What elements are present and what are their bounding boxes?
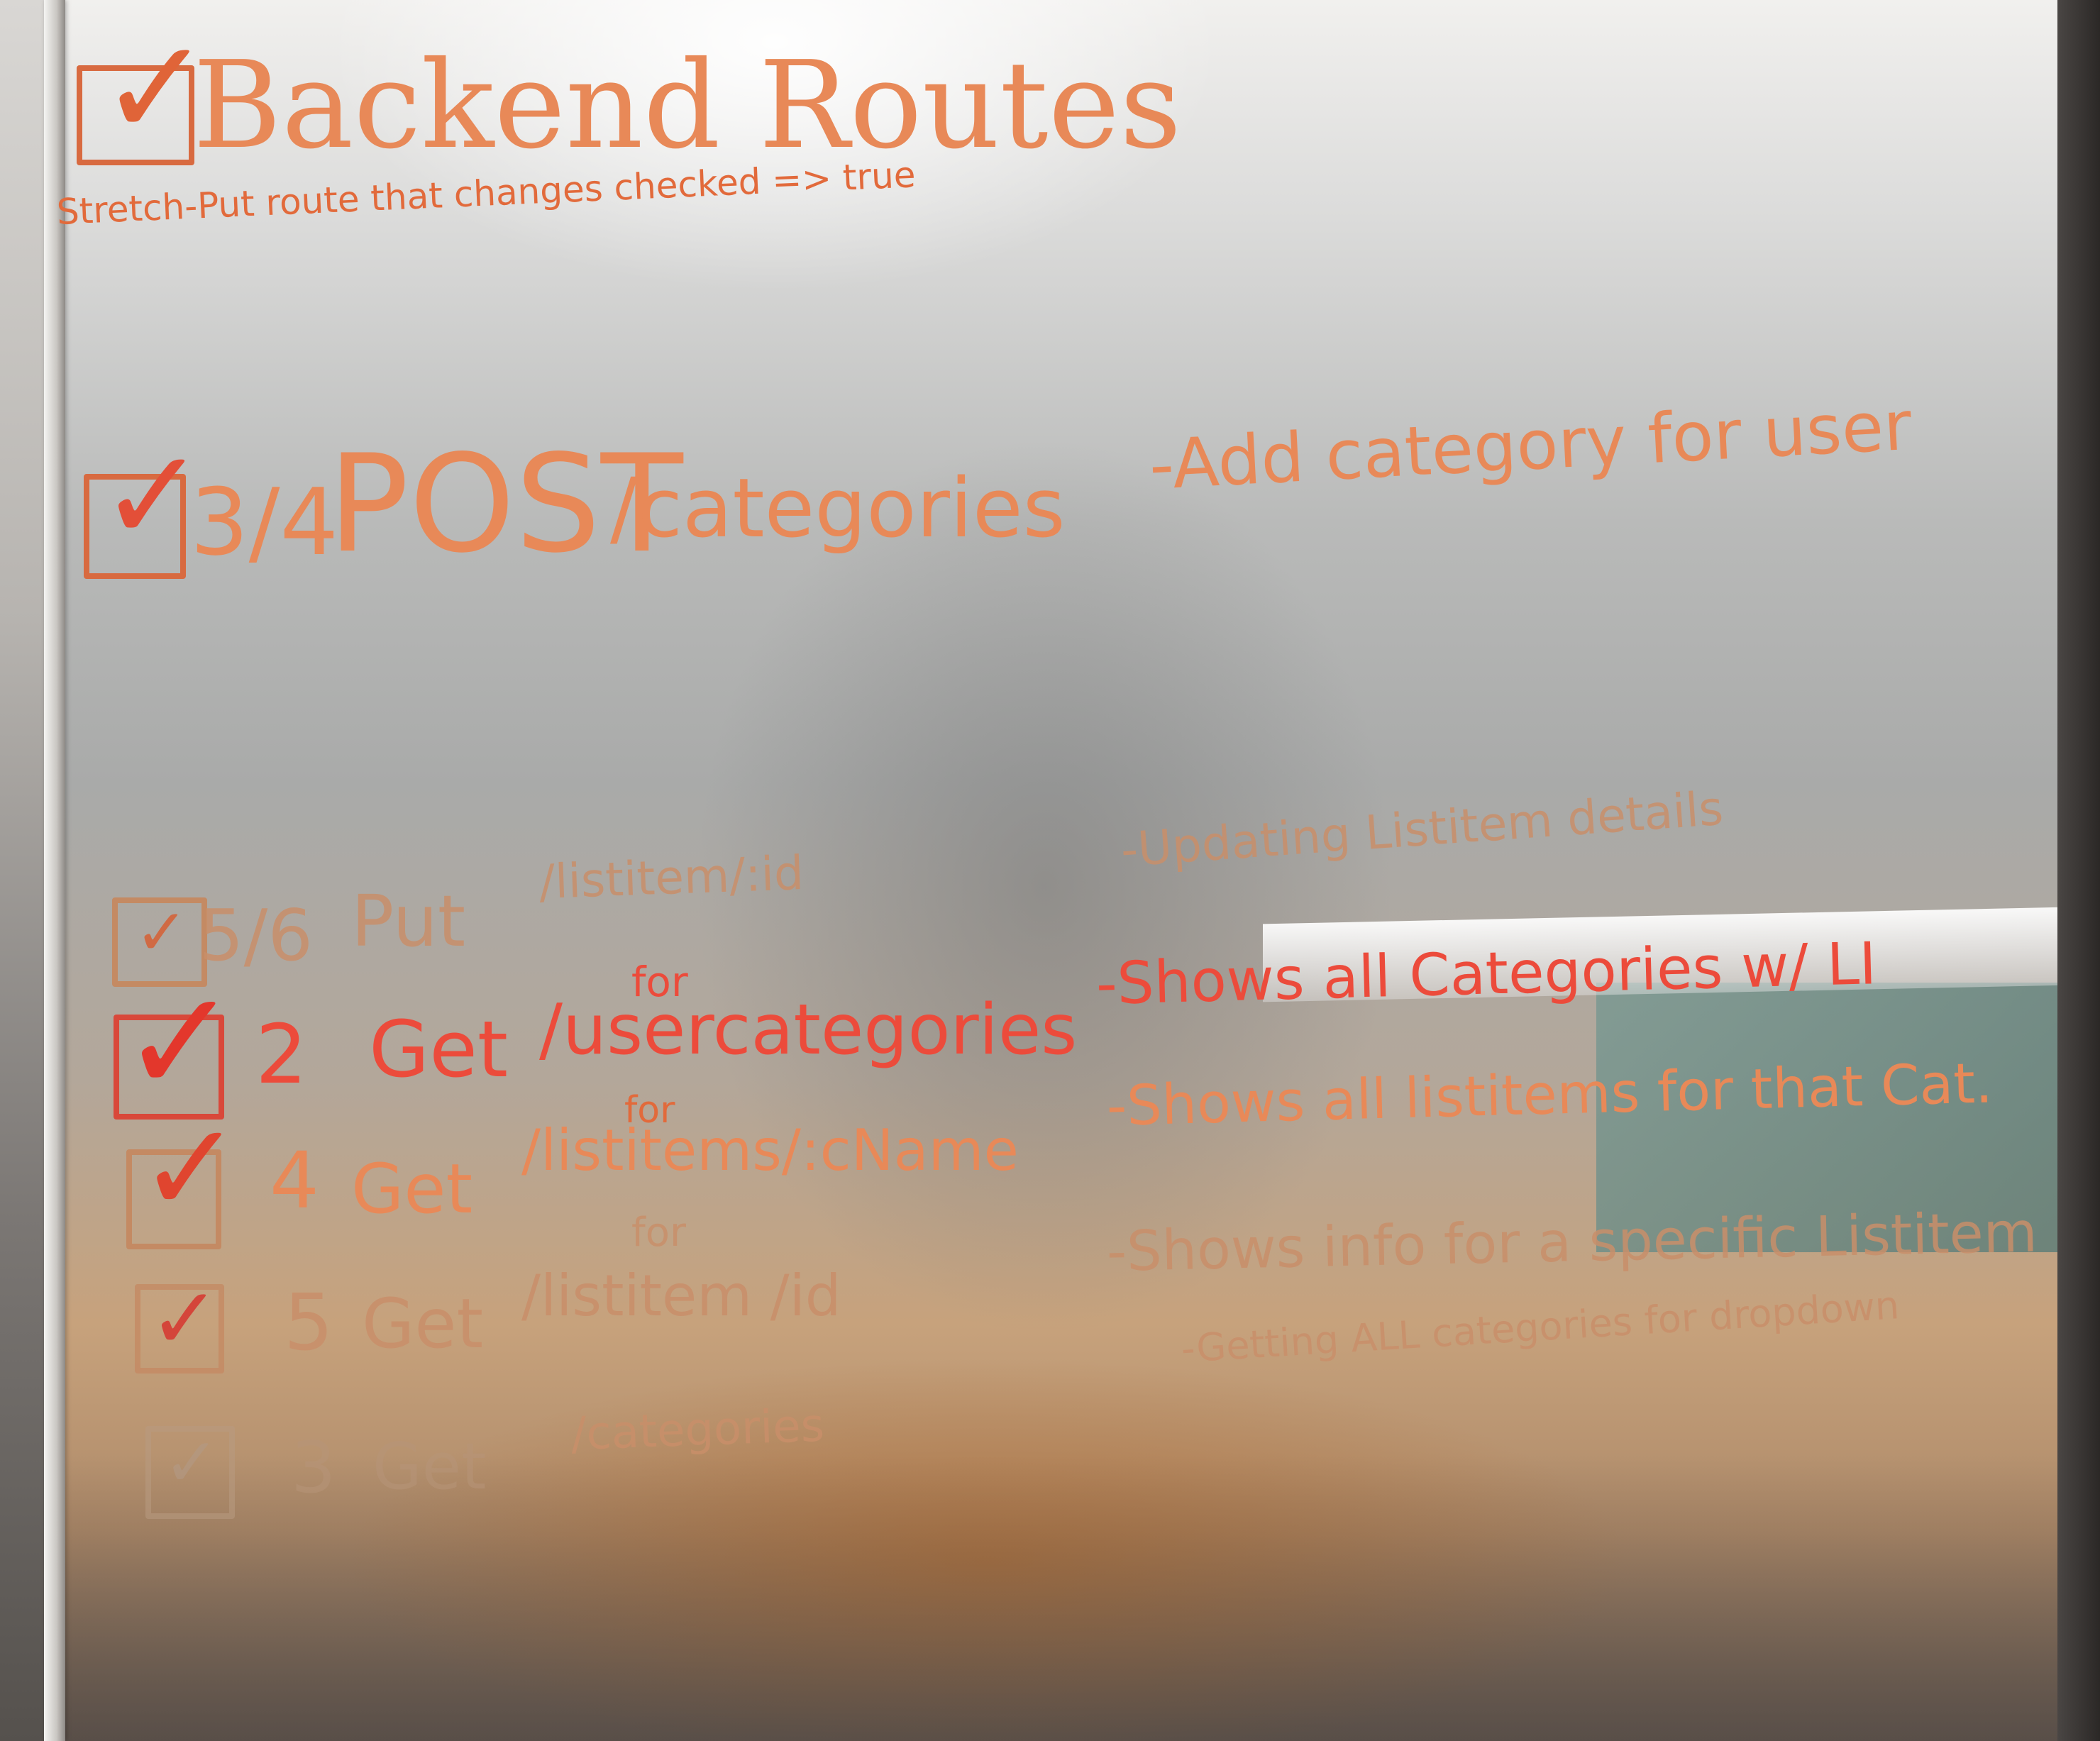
route-1-method: POST <box>328 426 683 582</box>
route-6-method: Get <box>372 1430 487 1504</box>
route-5-check-icon: ✓ <box>149 1270 221 1369</box>
route-6-check-icon: ✓ <box>163 1424 220 1502</box>
reflected-panel <box>1596 983 2100 1252</box>
route-2-path: /listitem/:id <box>538 846 805 910</box>
whiteboard <box>65 0 2073 1741</box>
route-3-path: /usercategories <box>539 990 1078 1071</box>
route-4-number: 4 <box>270 1135 319 1226</box>
route-1-path: /categories <box>610 461 1066 556</box>
route-3-method: Get <box>369 1004 509 1095</box>
route-5-path: /listitem /id <box>521 1263 841 1329</box>
board-frame-right <box>2057 0 2100 1741</box>
route-4-path: /listitems/:cName <box>521 1117 1019 1183</box>
route-1-number: 3/4 <box>190 468 339 576</box>
route-2-number: 5/6 <box>199 894 313 977</box>
route-4-checkbox <box>126 1149 221 1249</box>
route-1-check-icon: ✓ <box>99 422 206 570</box>
route-3-checkbox <box>114 1015 224 1120</box>
route-6-path: /categories <box>570 1399 826 1461</box>
route-2-check-icon: ✓ <box>135 895 189 970</box>
route-5-number: 5 <box>284 1277 333 1368</box>
route-4-check-icon: ✓ <box>138 1097 243 1241</box>
board-title: Backend Routes <box>193 35 1182 176</box>
route-2-checkbox <box>112 897 207 987</box>
route-5-method: Get <box>362 1284 484 1364</box>
title-checkbox <box>77 65 194 165</box>
route-5-checkbox <box>135 1284 224 1374</box>
route-3-number: 2 <box>255 1007 308 1102</box>
route-3-check-icon: ✓ <box>121 960 240 1125</box>
route-3-for-label: for <box>631 958 688 1006</box>
route-6-checkbox <box>145 1426 235 1519</box>
route-1-checkbox <box>84 474 186 579</box>
board-frame-left <box>44 0 65 1741</box>
floor-reflection <box>65 1454 2073 1741</box>
route-4-method: Get <box>351 1149 473 1229</box>
route-5-for-label: for <box>631 1210 686 1256</box>
route-4-for-label: for <box>624 1089 675 1132</box>
route-2-method: Put <box>351 880 466 963</box>
title-check-icon: ✓ <box>99 10 213 167</box>
route-6-number: 3 <box>291 1426 336 1509</box>
